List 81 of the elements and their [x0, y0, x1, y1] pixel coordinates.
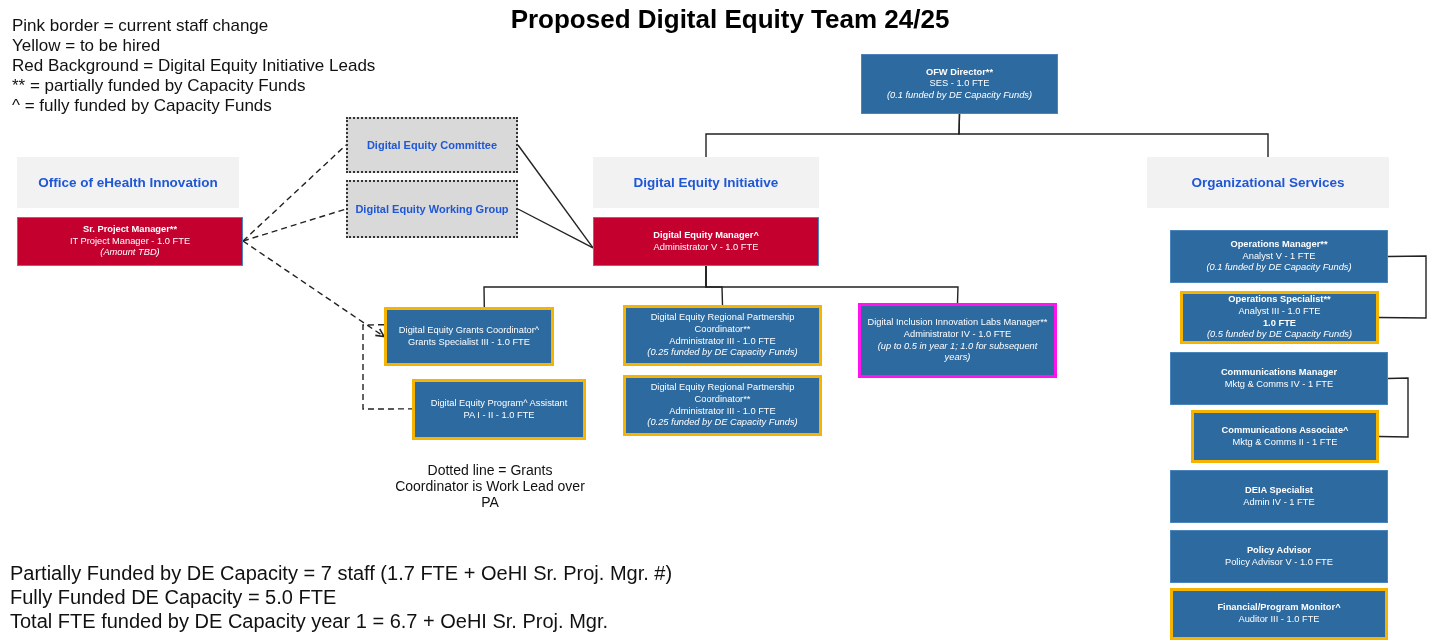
committee-box	[346, 117, 518, 173]
key-text: Red Background = Digital Equity Initiative Leads	[12, 56, 377, 76]
position-title: Operations Manager**	[1230, 239, 1328, 251]
position-detail: Grants Specialist III - 1.0 FTE	[408, 336, 530, 349]
position-box	[1170, 230, 1388, 283]
dashed-connector	[242, 240, 385, 338]
position-title: 1.0 FTE	[1262, 317, 1297, 330]
position-detail: Policy Advisor V - 1.0 FTE	[1225, 556, 1333, 569]
committee-name: Digital Equity Working Group	[355, 201, 509, 217]
section-title: Digital Equity Initiative	[633, 175, 779, 190]
dashed-connector	[242, 208, 347, 242]
funding-note: (0.1 funded by DE Capacity Funds)	[886, 89, 1033, 102]
connector-line	[705, 265, 959, 304]
summary-text: Fully Funded DE Capacity = 5.0 FTE	[10, 586, 338, 609]
key-text: Pink border = current staff change	[12, 16, 270, 36]
position-box	[384, 307, 554, 366]
position-box	[1191, 410, 1379, 463]
position-box	[412, 379, 586, 440]
connector-line	[517, 144, 594, 249]
summary-text: Total FTE funded by DE Capacity year 1 = 6.7 + OeHI Sr. Proj. Mgr.	[10, 610, 610, 633]
connector-line	[958, 113, 1269, 158]
position-detail: Digital Equity Program^ Assistant	[430, 397, 568, 410]
position-box	[1170, 470, 1388, 523]
position-title: OFW Director**	[925, 66, 994, 79]
position-title: Digital Equity Manager^	[653, 229, 759, 242]
position-title: DEIA Specialist	[1245, 484, 1313, 497]
section-header	[1147, 157, 1389, 208]
position-detail: SES - 1.0 FTE	[929, 78, 990, 90]
position-detail: Analyst III - 1.0 FTE	[1238, 305, 1321, 318]
committee-name: Digital Equity Committee	[366, 137, 498, 153]
position-title: Operations Specialist**	[1228, 294, 1331, 306]
position-title: Sr. Project Manager**	[82, 224, 177, 236]
funding-note: (Amount TBD)	[100, 247, 160, 259]
connector-line	[1378, 255, 1427, 319]
position-title: Communications Manager	[1220, 366, 1338, 379]
position-detail: Mktg & Comms II - 1 FTE	[1232, 436, 1338, 449]
position-box	[1170, 352, 1388, 405]
position-detail: Auditor III - 1.0 FTE	[1238, 614, 1320, 626]
position-box	[1170, 530, 1388, 583]
position-detail: Analyst V - 1 FTE	[1242, 250, 1316, 263]
funding-note: (0.5 funded by DE Capacity Funds)	[1206, 329, 1353, 341]
funding-note: (0.25 funded by DE Capacity Funds)	[647, 347, 798, 359]
position-title: Financial/Program Monitor^	[1217, 602, 1341, 614]
position-detail: Administrator III - 1.0 FTE	[669, 405, 776, 418]
position-box	[17, 217, 243, 266]
dashed-connector	[362, 324, 413, 410]
key-text: Yellow = to be hired	[12, 36, 162, 56]
key-text: ** = partially funded by Capacity Funds	[12, 76, 307, 96]
position-box	[593, 217, 819, 266]
position-detail: PA I - II - 1.0 FTE	[463, 409, 535, 422]
chart-title: Proposed Digital Equity Team 24/25	[509, 4, 951, 35]
position-detail: Digital Inclusion Innovation Labs Manager**	[867, 317, 1048, 329]
position-box	[858, 303, 1057, 378]
funding-note: (0.25 funded by DE Capacity Funds)	[647, 417, 798, 429]
position-detail: Digital Equity Regional Partnership Coordinator**	[649, 312, 796, 336]
position-box	[1180, 291, 1379, 344]
funding-note: (0.1 funded by DE Capacity Funds)	[1206, 262, 1352, 274]
section-title: Office of eHealth Innovation	[38, 175, 218, 190]
committee-box	[346, 180, 518, 238]
position-box	[861, 54, 1058, 114]
position-detail: Digital Equity Grants Coordinator^	[398, 324, 540, 337]
position-title: Communications Associate^	[1221, 424, 1349, 437]
key-text: ^ = fully funded by Capacity Funds	[12, 96, 273, 116]
position-detail: Digital Equity Regional Partnership Coordinator**	[649, 382, 796, 406]
position-title: Policy Advisor	[1246, 544, 1312, 557]
section-title: Organizational Services	[1191, 175, 1345, 190]
summary-text: Partially Funded by DE Capacity = 7 staff (1.7 FTE + OeHI Sr. Proj. Mgr. #)	[10, 562, 674, 585]
position-detail: Admin IV - 1 FTE	[1243, 496, 1315, 509]
connector-line	[517, 208, 594, 249]
position-box	[623, 375, 822, 436]
funding-note: (up to 0.5 in year 1; 1.0 for subsequent years)	[876, 340, 1039, 364]
section-header	[593, 157, 819, 208]
connector-line	[1378, 377, 1409, 438]
position-box	[1170, 588, 1388, 640]
position-detail: Mktg & Comms IV - 1 FTE	[1224, 378, 1334, 391]
position-detail: Administrator IV - 1.0 FTE	[903, 328, 1012, 341]
position-box	[623, 305, 822, 366]
position-detail: Administrator III - 1.0 FTE	[669, 335, 776, 348]
note-text: Dotted line = Grants Coordinator is Work Lead over PA	[395, 462, 585, 511]
position-detail: Administrator V - 1.0 FTE	[653, 241, 759, 254]
position-detail: IT Project Manager - 1.0 FTE	[69, 235, 191, 248]
